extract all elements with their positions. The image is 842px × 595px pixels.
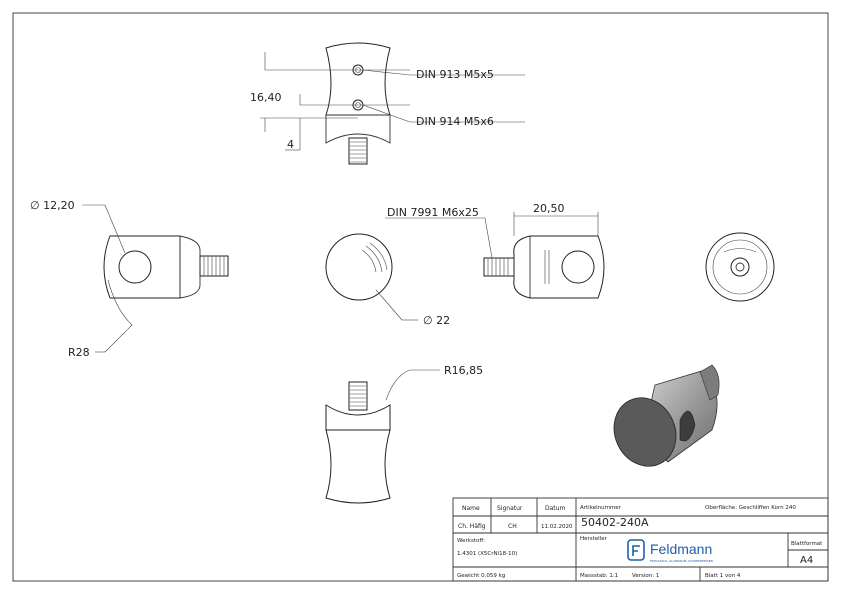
end-view [705, 232, 775, 302]
tb-surface: Oberfläche: Geschliffen Korn 240 [705, 505, 796, 511]
right-view [385, 212, 605, 299]
dim-set-screw-2: DIN 914 M5x6 [416, 115, 494, 128]
tb-signature-value: CH [508, 523, 517, 530]
sheet-border [12, 12, 829, 582]
tb-version: Version: 1 [632, 573, 659, 579]
top-view [260, 42, 525, 165]
tb-material-value: 1.4301 (X5CrNi18-10) [457, 551, 517, 557]
isometric-view [613, 364, 720, 467]
brand-name: Feldmann [650, 541, 712, 557]
dim-cylinder-diameter: ∅ 22 [423, 314, 450, 327]
tb-weight: Gewicht 0.059 kg [457, 573, 505, 579]
dim-hole-diameter: ∅ 12,20 [30, 199, 75, 212]
left-view [82, 204, 229, 353]
dim-width: 20,50 [533, 202, 565, 215]
dim-offset: 4 [287, 138, 294, 151]
dim-radius-side: R28 [68, 346, 90, 359]
tb-name-value: Ch. Häfig [458, 523, 486, 530]
tb-date-value: 11.02.2020 [541, 524, 573, 530]
front-view [325, 233, 418, 321]
tb-scale: Massstab: 1:1 [580, 573, 618, 579]
tb-format-label: Blattformat [791, 541, 823, 547]
tb-name-label: Name [462, 505, 480, 512]
tb-signature-label: Signatur [497, 505, 523, 512]
brand-tagline: EDELSTAHL, ALUMINIUM, SCHMIEDEEISEN [650, 559, 713, 563]
tb-article-number: 50402-240A [581, 516, 649, 529]
feldmann-logo [627, 539, 645, 561]
dim-bolt: DIN 7991 M6x25 [387, 206, 479, 219]
dim-radius-saddle: R16,85 [444, 364, 483, 377]
tb-format-value: A4 [800, 555, 813, 566]
tb-sheet: Blatt 1 von 4 [705, 573, 741, 579]
bottom-view [325, 369, 440, 504]
tb-date-label: Datum [545, 505, 565, 512]
dim-height: 16,40 [250, 91, 282, 104]
tb-material-label: Werkstoff: [457, 538, 485, 544]
dim-set-screw-1: DIN 913 M5x5 [416, 68, 494, 81]
title-block [452, 497, 829, 582]
tb-manufacturer-label: Hersteller [580, 536, 608, 542]
tb-article-label: Artikelnummer [580, 505, 622, 511]
